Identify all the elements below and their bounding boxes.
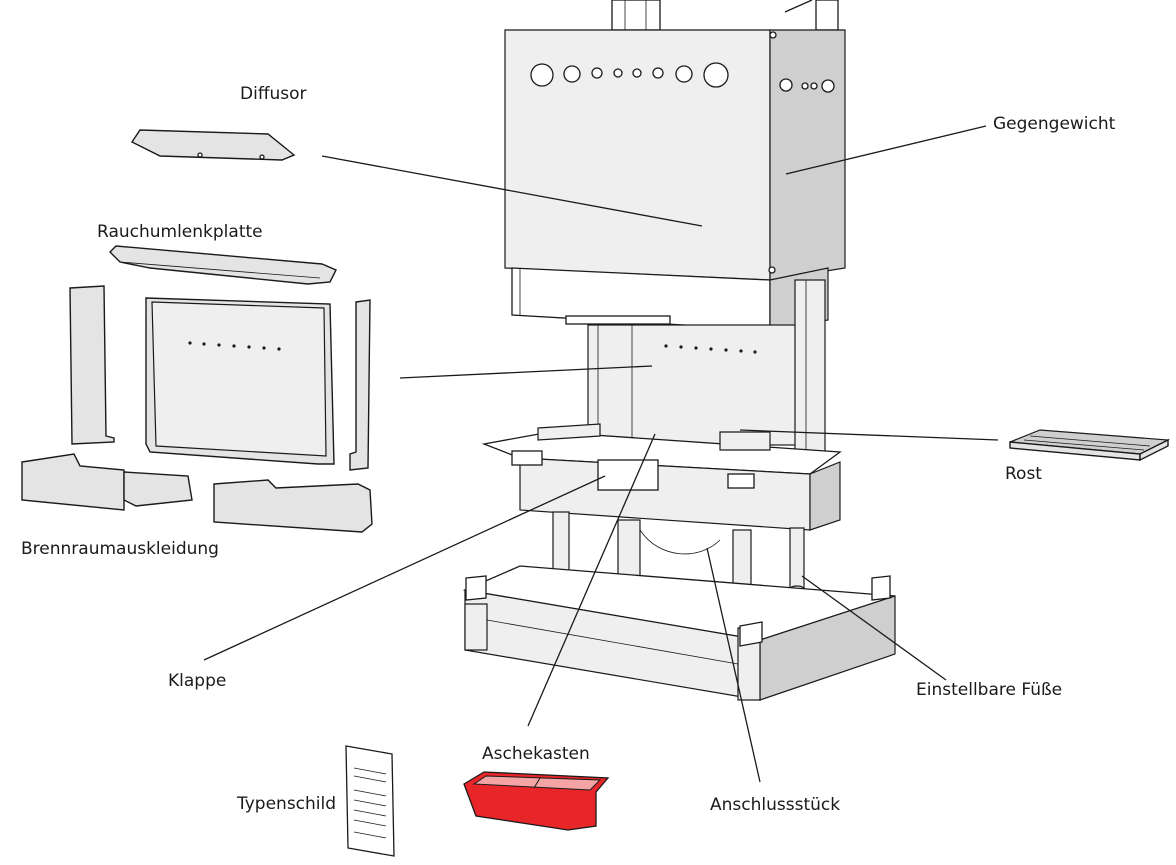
baffle-plate xyxy=(109,245,337,285)
label-anschlussstueck: Anschlussstück xyxy=(710,795,841,815)
label-einstellbare-fuesse: Einstellbare Füße xyxy=(916,680,1063,700)
pallet xyxy=(462,565,896,701)
label-diffusor: Diffusor xyxy=(240,84,307,104)
firebox-liner xyxy=(21,285,373,533)
label-gegengewicht: Gegengewicht xyxy=(993,114,1116,134)
label-aschekasten: Aschekasten xyxy=(482,744,590,764)
diffusor-plate xyxy=(130,129,296,161)
label-rauchumlenkplatte: Rauchumlenkplatte xyxy=(97,222,263,242)
label-rost: Rost xyxy=(1005,464,1042,484)
leader-lines xyxy=(203,125,999,783)
ash-box xyxy=(463,771,610,831)
counterweight-box xyxy=(504,29,846,281)
flue-pipes xyxy=(611,0,839,31)
label-typenschild: Typenschild xyxy=(237,794,337,814)
label-klappe: Klappe xyxy=(168,671,227,691)
label-brennraumauskleidung: Brennraumauskleidung xyxy=(21,539,219,559)
type-plate xyxy=(345,745,395,857)
fireplace-body xyxy=(481,267,842,611)
grate xyxy=(1009,429,1171,462)
